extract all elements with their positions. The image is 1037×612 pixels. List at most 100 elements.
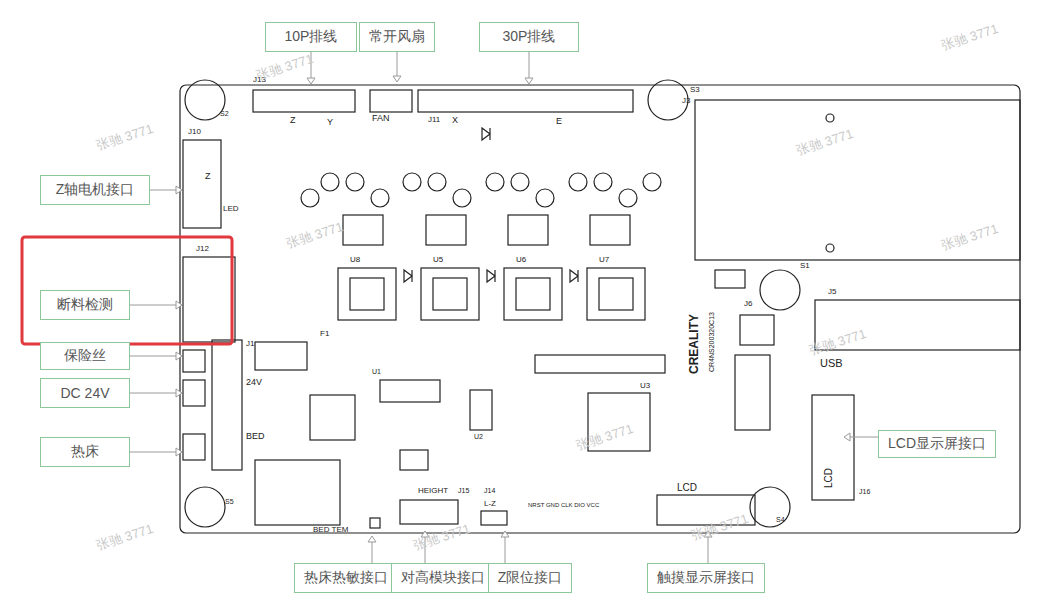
silkscreen-label: FAN xyxy=(372,114,390,123)
connector xyxy=(812,395,854,500)
silkscreen-label: J1 xyxy=(246,340,254,348)
callout-text: DC 24V xyxy=(60,385,109,401)
watermark: 张驰 3771 xyxy=(95,522,155,552)
watermark: 张驰 3771 xyxy=(940,222,1000,252)
silkscreen-label: J3 xyxy=(682,97,690,105)
callout-box: Z限位接口 xyxy=(488,563,573,593)
silkscreen-label: BED xyxy=(246,432,265,441)
silkscreen-label: X xyxy=(452,116,458,125)
connector xyxy=(183,350,205,372)
silkscreen-label: J5 xyxy=(828,288,836,296)
silkscreen-label: 24V xyxy=(246,378,262,387)
card-slot xyxy=(695,100,1020,260)
silkscreen-label: LCD xyxy=(677,483,697,493)
silkscreen-label: J14 xyxy=(484,487,495,494)
silkscreen-label: S2 xyxy=(220,110,229,117)
connector xyxy=(183,140,221,228)
watermark: 张驰 3771 xyxy=(808,327,868,357)
connector xyxy=(481,511,507,525)
callout-box: 10P排线 xyxy=(265,22,357,52)
silkscreen-label: S3 xyxy=(690,86,700,94)
callout-text: LCD显示屏接口 xyxy=(888,435,986,453)
callout-box: 常开风扇 xyxy=(359,22,435,52)
silkscreen-label: U2 xyxy=(474,433,483,440)
mount-hole xyxy=(185,80,225,120)
callout-text: 常开风扇 xyxy=(369,28,425,46)
callout-box: DC 24V xyxy=(40,378,130,408)
callout-text: Z限位接口 xyxy=(498,569,563,587)
driver-chip xyxy=(587,268,645,320)
mount-hole xyxy=(185,487,225,527)
silkscreen-label: U5 xyxy=(433,256,443,264)
callout-box: 30P排线 xyxy=(479,22,579,52)
watermark: 张驰 3771 xyxy=(255,52,315,82)
silkscreen-label: E xyxy=(556,117,562,126)
silkscreen-label: HEIGHT xyxy=(418,487,448,495)
silkscreen-label: BED TEM xyxy=(313,526,348,534)
connector xyxy=(400,500,458,524)
silkscreen-label: S1 xyxy=(800,262,810,270)
silkscreen-label: J6 xyxy=(744,300,752,308)
callout-box: 热床热敏接口 xyxy=(294,563,398,593)
silkscreen-label: U7 xyxy=(599,256,609,264)
watermark: 张驰 3771 xyxy=(795,127,855,157)
fuse xyxy=(255,342,307,370)
callout-box: LCD显示屏接口 xyxy=(878,430,996,458)
silkscreen-label: CR4NS200320C13 xyxy=(708,312,715,372)
silkscreen-label: J15 xyxy=(458,487,469,494)
silkscreen-label: U3 xyxy=(640,382,650,390)
driver-chip xyxy=(338,268,396,320)
silkscreen-label: J10 xyxy=(188,128,201,136)
callout-text: 热床热敏接口 xyxy=(304,569,388,587)
board-outline xyxy=(180,85,1020,533)
silkscreen-label: U8 xyxy=(350,256,360,264)
silkscreen-label: J11 xyxy=(428,116,440,124)
silkscreen-label: LCD xyxy=(824,468,834,488)
callout-text: 断料检测 xyxy=(57,296,113,314)
silkscreen-label: USB xyxy=(820,358,843,369)
silkscreen-label: F1 xyxy=(320,330,329,338)
callout-box: 保险丝 xyxy=(40,342,130,370)
driver-chip xyxy=(504,268,562,320)
silkscreen-label: L-Z xyxy=(484,500,496,508)
callout-text: 对高模块接口 xyxy=(401,569,485,587)
connector xyxy=(253,90,355,112)
connector xyxy=(183,380,205,406)
watermark: 张驰 3771 xyxy=(940,22,1000,52)
connector xyxy=(370,90,412,112)
silkscreen-label: Z xyxy=(290,116,296,125)
silkscreen-label: Y xyxy=(327,118,333,127)
connector xyxy=(183,434,205,460)
silkscreen-label: U1 xyxy=(372,368,381,375)
watermark: 张驰 3771 xyxy=(95,122,155,152)
callout-box: 触摸显示屏接口 xyxy=(647,563,765,593)
connector xyxy=(212,340,242,470)
silkscreen-label: J12 xyxy=(196,245,209,253)
silkscreen-label: Z xyxy=(205,172,211,181)
hole xyxy=(826,244,834,252)
callout-text: 触摸显示屏接口 xyxy=(657,569,755,587)
driver-chip xyxy=(421,268,479,320)
silkscreen-label: NRST GND CLK DIO VCC xyxy=(528,502,599,508)
watermark: 张驰 3771 xyxy=(285,220,345,250)
callout-text: 保险丝 xyxy=(64,347,106,365)
highlight-box xyxy=(22,237,232,344)
connector xyxy=(418,90,633,112)
callout-text: Z轴电机接口 xyxy=(56,181,135,199)
silkscreen-label: S4 xyxy=(776,516,785,523)
silkscreen-label: J16 xyxy=(859,488,870,495)
mount-hole xyxy=(760,270,800,310)
silkscreen-label: CREALITY xyxy=(688,314,700,374)
silkscreen-label: LED xyxy=(223,205,239,213)
callout-box: 断料检测 xyxy=(40,290,130,320)
silkscreen-label: U6 xyxy=(516,256,526,264)
callout-text: 10P排线 xyxy=(285,28,338,46)
hole xyxy=(826,114,834,122)
watermark: 张驰 3771 xyxy=(412,522,472,552)
callout-text: 30P排线 xyxy=(503,28,556,46)
callout-box: 对高模块接口 xyxy=(391,563,495,593)
callout-text: 热床 xyxy=(71,443,99,461)
connector xyxy=(183,257,235,342)
